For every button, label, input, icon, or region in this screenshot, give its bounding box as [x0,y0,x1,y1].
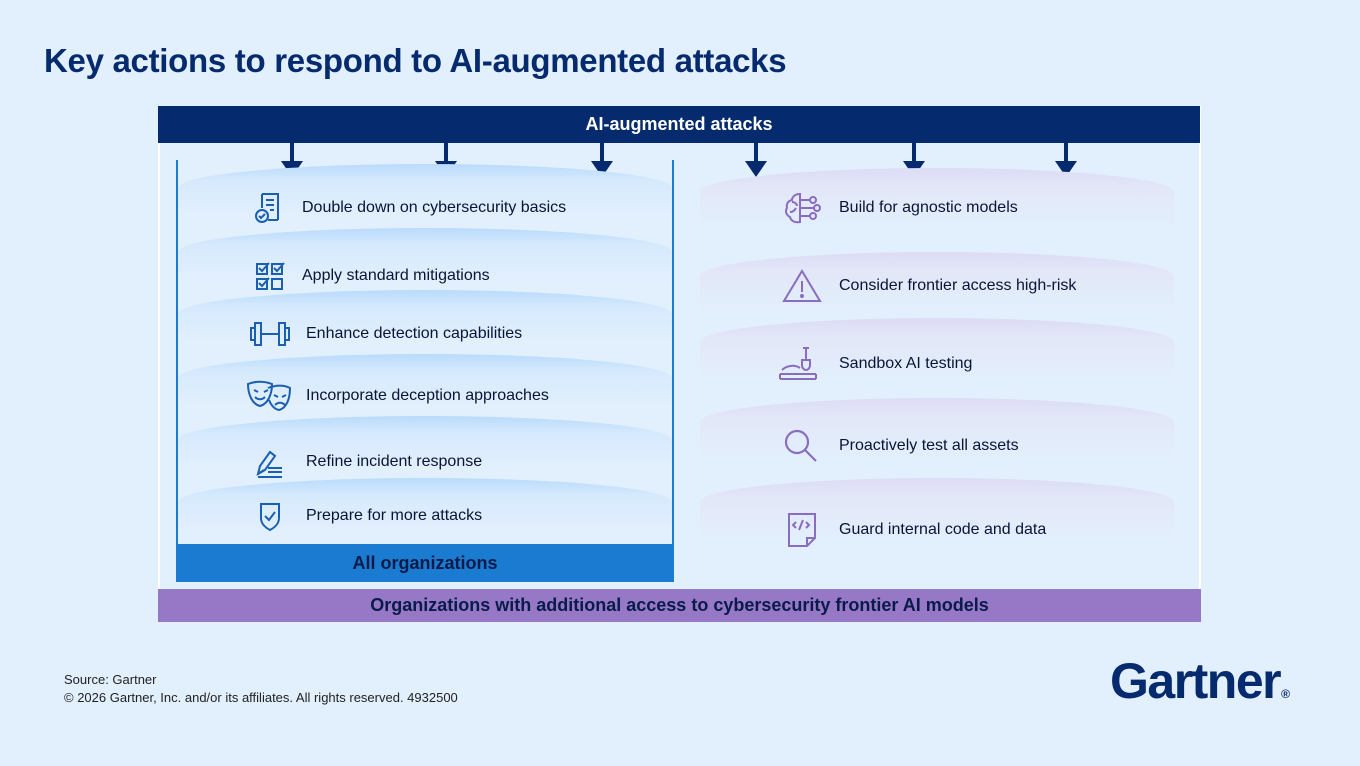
left-item-prepare: Prepare for more attacks [250,498,482,534]
item-label: Prepare for more attacks [306,507,483,524]
right-item-frontier-risk: Consider frontier access high-risk [782,268,1076,304]
left-item-detection: Enhance detection capabilities [250,316,522,352]
registered-mark: ® [1281,687,1290,701]
brain-circuit-icon [782,190,822,226]
left-item-incident-response: Refine incident response [252,444,482,480]
band [700,318,1174,398]
dumbbell-icon [250,316,290,352]
page-title: Key actions to respond to AI-augmented a… [44,42,787,79]
item-label: Sandbox AI testing [839,355,973,372]
band [178,416,672,486]
document-check-icon [248,190,288,226]
item-label: Apply standard mitigations [302,267,490,284]
checklist-icon [250,258,290,294]
item-label: Refine incident response [306,453,483,470]
sandbox-shovel-icon [778,346,818,382]
right-item-test-assets: Proactively test all assets [782,428,1019,464]
item-label: Enhance detection capabilities [306,325,523,342]
left-item-cybersecurity-basics: Double down on cybersecurity basics [248,190,566,226]
theater-masks-icon [246,378,292,414]
item-label: Incorporate deception approaches [306,387,549,404]
warning-triangle-icon [782,268,822,304]
copyright-note: © 2026 Gartner, Inc. and/or its affiliat… [64,690,458,705]
frontier-ai-panel [700,160,1174,580]
band [178,354,672,424]
band [700,398,1174,478]
item-label: Proactively test all assets [839,437,1019,454]
left-item-standard-mitigations: Apply standard mitigations [250,258,490,294]
down-arrow-icon [590,143,614,179]
right-item-sandbox: Sandbox AI testing [778,346,972,382]
right-item-agnostic-models: Build for agnostic models [782,190,1018,226]
pencil-lines-icon [252,444,286,480]
top-bar-ai-augmented-attacks: AI-augmented attacks [158,106,1200,143]
item-label: Build for agnostic models [839,199,1018,216]
down-arrow-icon [744,143,768,179]
left-item-deception: Incorporate deception approaches [246,378,549,414]
frontier-ai-organizations-bar: Organizations with additional access to … [158,589,1201,622]
code-document-icon [782,512,822,548]
right-item-guard-code: Guard internal code and data [782,512,1046,548]
source-note: Source: Gartner [64,672,157,687]
band [700,478,1174,558]
shield-check-icon [250,498,290,534]
band [700,168,1174,248]
gartner-logo: Gartner® [1110,652,1290,710]
item-label: Consider frontier access high-risk [839,277,1077,294]
magnifier-icon [782,428,822,464]
item-label: Double down on cybersecurity basics [302,199,567,216]
item-label: Guard internal code and data [839,521,1047,538]
down-arrow-icon [1054,143,1078,179]
logo-text: Gartner [1110,653,1282,709]
all-organizations-label: All organizations [176,544,674,582]
